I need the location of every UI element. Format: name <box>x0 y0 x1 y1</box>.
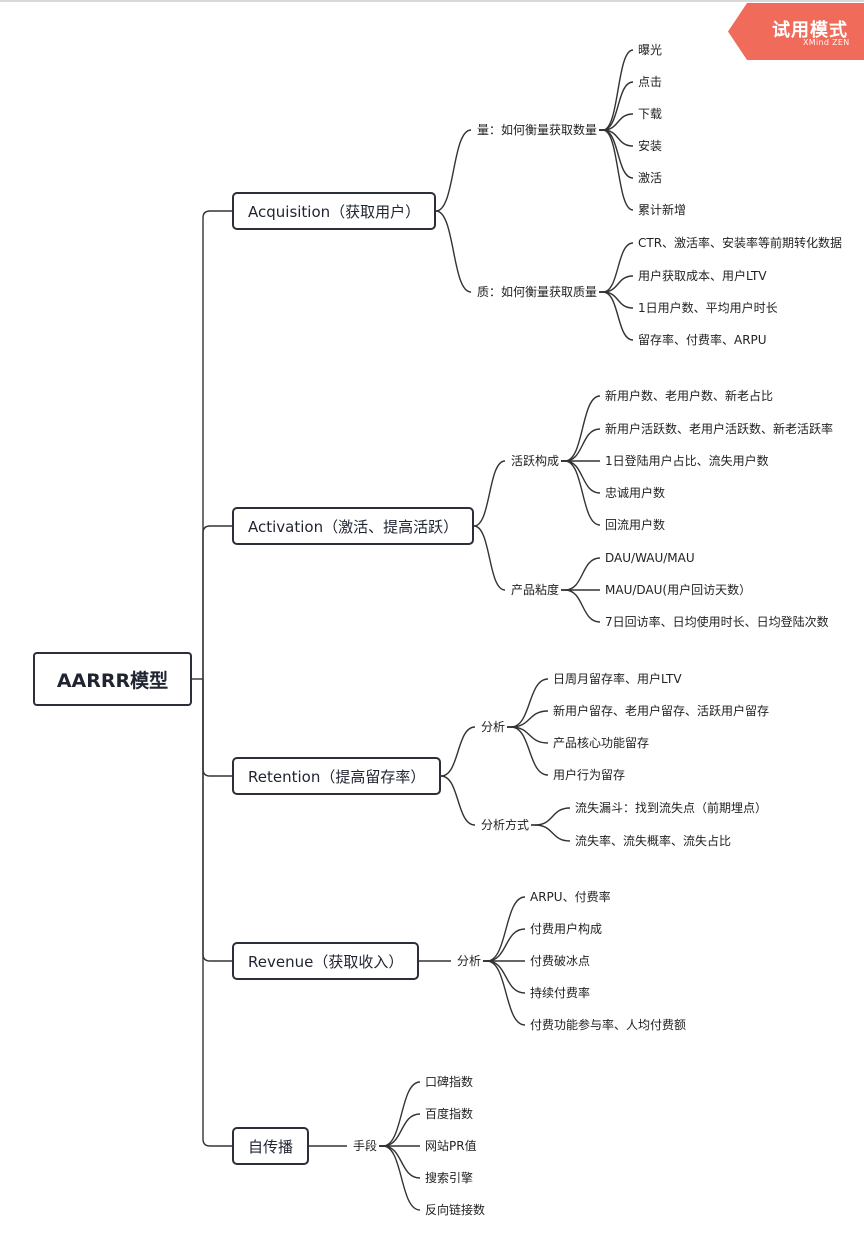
subtopic-connector <box>435 210 472 293</box>
trial-mode-label: 试用模式 <box>772 20 848 41</box>
brand-label: XMind ZEN <box>803 38 850 47</box>
leaf-connector <box>510 726 549 776</box>
leaf-connector <box>486 896 526 962</box>
leaf-connector <box>564 460 601 494</box>
branch-connector <box>202 210 232 679</box>
subtopic-label[interactable]: 手段 <box>353 1139 378 1153</box>
leaf-connector <box>564 428 601 462</box>
leaf-connector <box>510 678 549 728</box>
leaf-topic[interactable]: 用户获取成本、用户LTV <box>638 269 767 283</box>
leaf-connector <box>602 242 634 293</box>
leaf-topic[interactable]: 1日登陆用户占比、流失用户数 <box>605 454 769 468</box>
root-topic[interactable]: AARRR模型 <box>33 652 192 706</box>
subtopic-label[interactable]: 质：如何衡量获取质量 <box>477 285 598 299</box>
leaf-topic[interactable]: 搜索引擎 <box>425 1171 474 1185</box>
subtopic-connector <box>435 129 472 212</box>
branch-revenue[interactable]: Revenue（获取收入） <box>232 942 420 980</box>
leaf-connector <box>534 824 571 842</box>
leaf-topic[interactable]: 回流用户数 <box>605 518 666 532</box>
branch-acquisition[interactable]: Acquisition（获取用户） <box>232 192 437 230</box>
leaf-topic[interactable]: 新用户活跃数、老用户活跃数、新老活跃率 <box>605 422 834 436</box>
leaf-topic[interactable]: 7日回访率、日均使用时长、日均登陆次数 <box>605 615 829 629</box>
subtopic-connector <box>473 460 506 527</box>
leaf-topic[interactable]: 曝光 <box>638 43 663 57</box>
leaf-connector <box>602 49 634 131</box>
leaf-connector <box>602 291 634 341</box>
subtopic-label[interactable]: 量：如何衡量获取数量 <box>477 123 598 137</box>
leaf-connector <box>510 726 549 744</box>
leaf-connector <box>534 807 571 826</box>
branch-label: 自传播 <box>248 1137 294 1156</box>
leaf-connector <box>486 928 526 962</box>
leaf-connector <box>602 129 634 211</box>
leaf-connector <box>564 395 601 462</box>
branch-connector <box>202 679 232 777</box>
leaf-connector <box>564 460 601 526</box>
leaf-topic[interactable]: MAU/DAU(用户回访天数） <box>605 583 752 597</box>
leaf-topic[interactable]: CTR、激活率、安装率等前期转化数据 <box>638 236 843 250</box>
branch-label: Revenue（获取收入） <box>248 952 404 971</box>
leaf-topic[interactable]: 产品核心功能留存 <box>553 736 650 750</box>
leaf-topic[interactable]: 激活 <box>638 171 663 185</box>
leaf-connector <box>602 291 634 309</box>
branch-connector <box>202 679 232 1147</box>
leaf-topic[interactable]: 网站PR值 <box>425 1139 477 1153</box>
leaf-topic[interactable]: 流失率、流失概率、流失占比 <box>575 834 732 848</box>
leaf-connector <box>486 960 526 994</box>
subtopic-label[interactable]: 分析 <box>457 954 482 968</box>
branch-connector <box>202 525 232 679</box>
branch-self-propagation[interactable]: 自传播 <box>232 1127 310 1165</box>
leaf-topic[interactable]: 持续付费率 <box>530 986 591 1000</box>
leaf-topic[interactable]: 用户行为留存 <box>553 768 626 782</box>
leaf-topic[interactable]: 百度指数 <box>425 1107 474 1121</box>
leaf-topic[interactable]: 流失漏斗：找到流失点（前期埋点） <box>575 801 768 815</box>
subtopic-connector <box>440 775 476 826</box>
branch-retention[interactable]: Retention（提高留存率） <box>232 757 442 795</box>
leaf-topic[interactable]: 新用户数、老用户数、新老占比 <box>605 389 774 403</box>
leaf-connector <box>602 113 634 131</box>
leaf-connector <box>510 710 549 728</box>
window-top-border <box>0 0 864 2</box>
leaf-topic[interactable]: 付费功能参与率、人均付费额 <box>530 1018 687 1032</box>
leaf-connector <box>602 275 634 293</box>
leaf-topic[interactable]: 累计新增 <box>638 203 687 217</box>
leaf-connector <box>382 1113 421 1147</box>
subtopic-label[interactable]: 分析方式 <box>481 818 530 832</box>
leaf-topic[interactable]: 下载 <box>638 107 663 121</box>
subtopic-connector <box>440 726 476 777</box>
leaf-connector <box>602 81 634 131</box>
root-topic-label: AARRR模型 <box>56 669 169 692</box>
leaf-topic[interactable]: 1日用户数、平均用户时长 <box>638 301 778 315</box>
branch-label: Acquisition（获取用户） <box>248 202 421 221</box>
leaf-topic[interactable]: 留存率、付费率、ARPU <box>638 333 767 347</box>
subtopic-label[interactable]: 活跃构成 <box>511 454 560 468</box>
leaf-topic[interactable]: 日周月留存率、用户LTV <box>553 672 682 686</box>
leaf-topic[interactable]: 口碑指数 <box>425 1075 474 1089</box>
branch-label: Activation（激活、提高活跃） <box>248 517 459 536</box>
leaf-topic[interactable]: 反向链接数 <box>425 1203 486 1217</box>
branch-label: Retention（提高留存率） <box>248 767 426 786</box>
subtopic-label[interactable]: 分析 <box>481 720 506 734</box>
leaf-topic[interactable]: 付费用户构成 <box>530 922 603 936</box>
leaf-connector <box>382 1081 421 1147</box>
subtopic-connector <box>473 525 506 591</box>
leaf-connector <box>382 1145 421 1211</box>
leaf-connector <box>486 960 526 1026</box>
leaf-topic[interactable]: DAU/WAU/MAU <box>605 551 695 565</box>
branch-activation[interactable]: Activation（激活、提高活跃） <box>232 507 475 545</box>
leaf-topic[interactable]: 付费破冰点 <box>530 954 591 968</box>
trial-mode-badge[interactable]: 试用模式 XMind ZEN <box>728 3 864 60</box>
leaf-topic[interactable]: 点击 <box>638 75 663 89</box>
leaf-topic[interactable]: 安装 <box>638 139 663 153</box>
leaf-connector <box>382 1145 421 1179</box>
leaf-connector <box>564 557 601 591</box>
leaf-connector <box>564 589 601 623</box>
leaf-topic[interactable]: ARPU、付费率 <box>530 890 611 904</box>
leaf-topic[interactable]: 新用户留存、老用户留存、活跃用户留存 <box>553 704 770 718</box>
subtopic-label[interactable]: 产品粘度 <box>511 583 560 597</box>
branch-connector <box>202 679 232 962</box>
leaf-topic[interactable]: 忠诚用户数 <box>605 486 666 500</box>
